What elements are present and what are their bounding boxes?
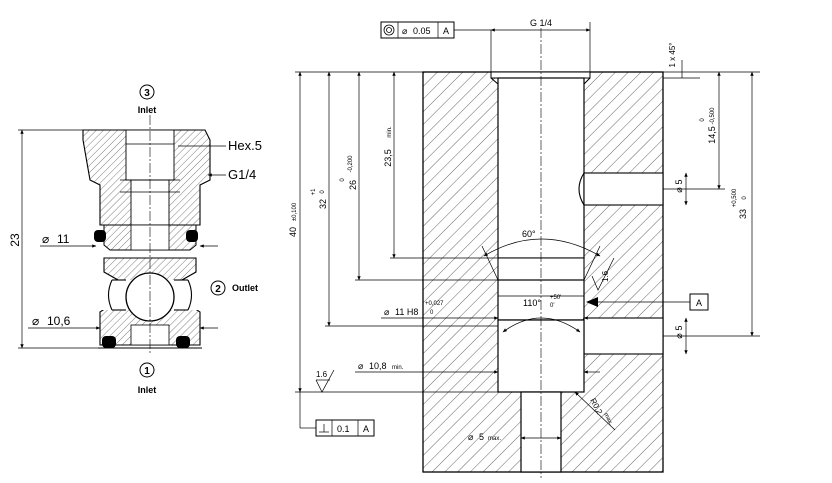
bore-10-8: 10,8 [369, 361, 387, 371]
concentricity-dia-symbol: ⌀ [402, 26, 408, 36]
concentricity-datum: A [443, 26, 449, 36]
side-port-upper [583, 172, 664, 206]
dia-lower-value: 10,6 [47, 314, 71, 328]
dim-14-5-tol-lower: -0,500 [710, 107, 716, 125]
dim-40: 40 [288, 227, 298, 237]
port1-number: 1 [144, 366, 150, 377]
dim-32-tol-lower: 0 [320, 190, 326, 194]
dia-symbol-lower: ⌀ [32, 314, 39, 328]
dia-upper-value: 11 [57, 232, 70, 246]
dim-33-tol-lower: 0 [742, 196, 748, 200]
port3-number: 3 [144, 88, 150, 99]
angle-60: 60° [522, 229, 536, 239]
concentricity-tol: 0.05 [413, 26, 431, 36]
dim-14-5: 14,5 [707, 126, 717, 144]
angle-110-tol-upper: +50' [550, 295, 561, 301]
angle-110-tol-lower: 0' [550, 303, 554, 309]
dim-33: 33 [738, 209, 748, 219]
radius-suffix: max. [602, 412, 614, 427]
port2-label: Outlet [232, 283, 258, 293]
cavity-section-view: ⌀ 0.05 A G 1/4 1 x 45° 14,5 0 -0,500 33 … [288, 18, 760, 478]
dim-14-5-tol-upper: 0 [700, 118, 706, 122]
top-thread-label: G 1/4 [530, 18, 552, 28]
bore-10-8-suffix: min. [392, 365, 404, 371]
port3-label: Inlet [138, 105, 157, 115]
bore-11: 11 H8 [395, 307, 418, 317]
dim-33-tol-upper: +0,500 [732, 188, 738, 207]
port2-circle [210, 280, 226, 296]
datum-a-box [689, 293, 709, 311]
concentricity-icon [383, 24, 395, 36]
dim-40-tol: ±0,100 [292, 202, 298, 221]
roughness-2: 1.6 [316, 370, 328, 379]
thread-label: G1/4 [228, 167, 256, 182]
angle-110: 110° [523, 298, 541, 308]
bore-10-8-symbol: ⌀ [358, 361, 364, 371]
port2-number: 2 [215, 284, 221, 295]
o-ring-lower-right [176, 336, 190, 348]
hex-label: Hex.5 [228, 138, 262, 153]
dia-5-bottom-symbol: ⌀ [468, 432, 474, 442]
dim-23-5-suffix: min. [387, 126, 393, 138]
dia-symbol-upper: ⌀ [42, 232, 49, 246]
dia-5-upper: 5 [674, 179, 684, 184]
datum-a: A [696, 298, 702, 308]
port1-circle [139, 362, 155, 378]
perp-datum: A [363, 424, 369, 434]
dia-5-upper-symbol: ⌀ [674, 187, 684, 193]
dim-26-tol-upper: 0 [340, 178, 346, 182]
dia-5-bottom: 5 [479, 432, 484, 442]
bore-11-tol-lower: 0 [430, 310, 434, 316]
o-ring-lower-left [102, 336, 116, 348]
dim-26-tol-lower: -0,200 [348, 155, 354, 173]
dim-32-tol-upper: +1 [311, 188, 317, 196]
dia-5-lower: 5 [674, 325, 684, 330]
dia-5-lower-symbol: ⌀ [674, 333, 684, 339]
roughness-1: 1.6 [601, 270, 610, 282]
bore-11-symbol: ⌀ [384, 307, 390, 317]
dim-23-5: 23,5 [383, 149, 393, 167]
port3-circle [139, 84, 155, 100]
dim-32: 32 [318, 199, 328, 209]
o-ring-upper-left [94, 230, 106, 242]
dia-5-bottom-suffix: max. [488, 436, 501, 442]
perp-tol: 0.1 [337, 424, 350, 434]
height-dim: 23 [8, 233, 22, 247]
chamfer-label: 1 x 45° [668, 43, 677, 68]
dim-26: 26 [348, 180, 358, 190]
bore-11-tol-upper: +0,027 [425, 301, 444, 307]
left-assembly-view: 3 Inlet 2 Outlet 1 Inlet Hex.5 G1/4 23 ⌀… [8, 84, 262, 395]
side-port-lower [583, 317, 664, 355]
port1-label: Inlet [138, 385, 157, 395]
